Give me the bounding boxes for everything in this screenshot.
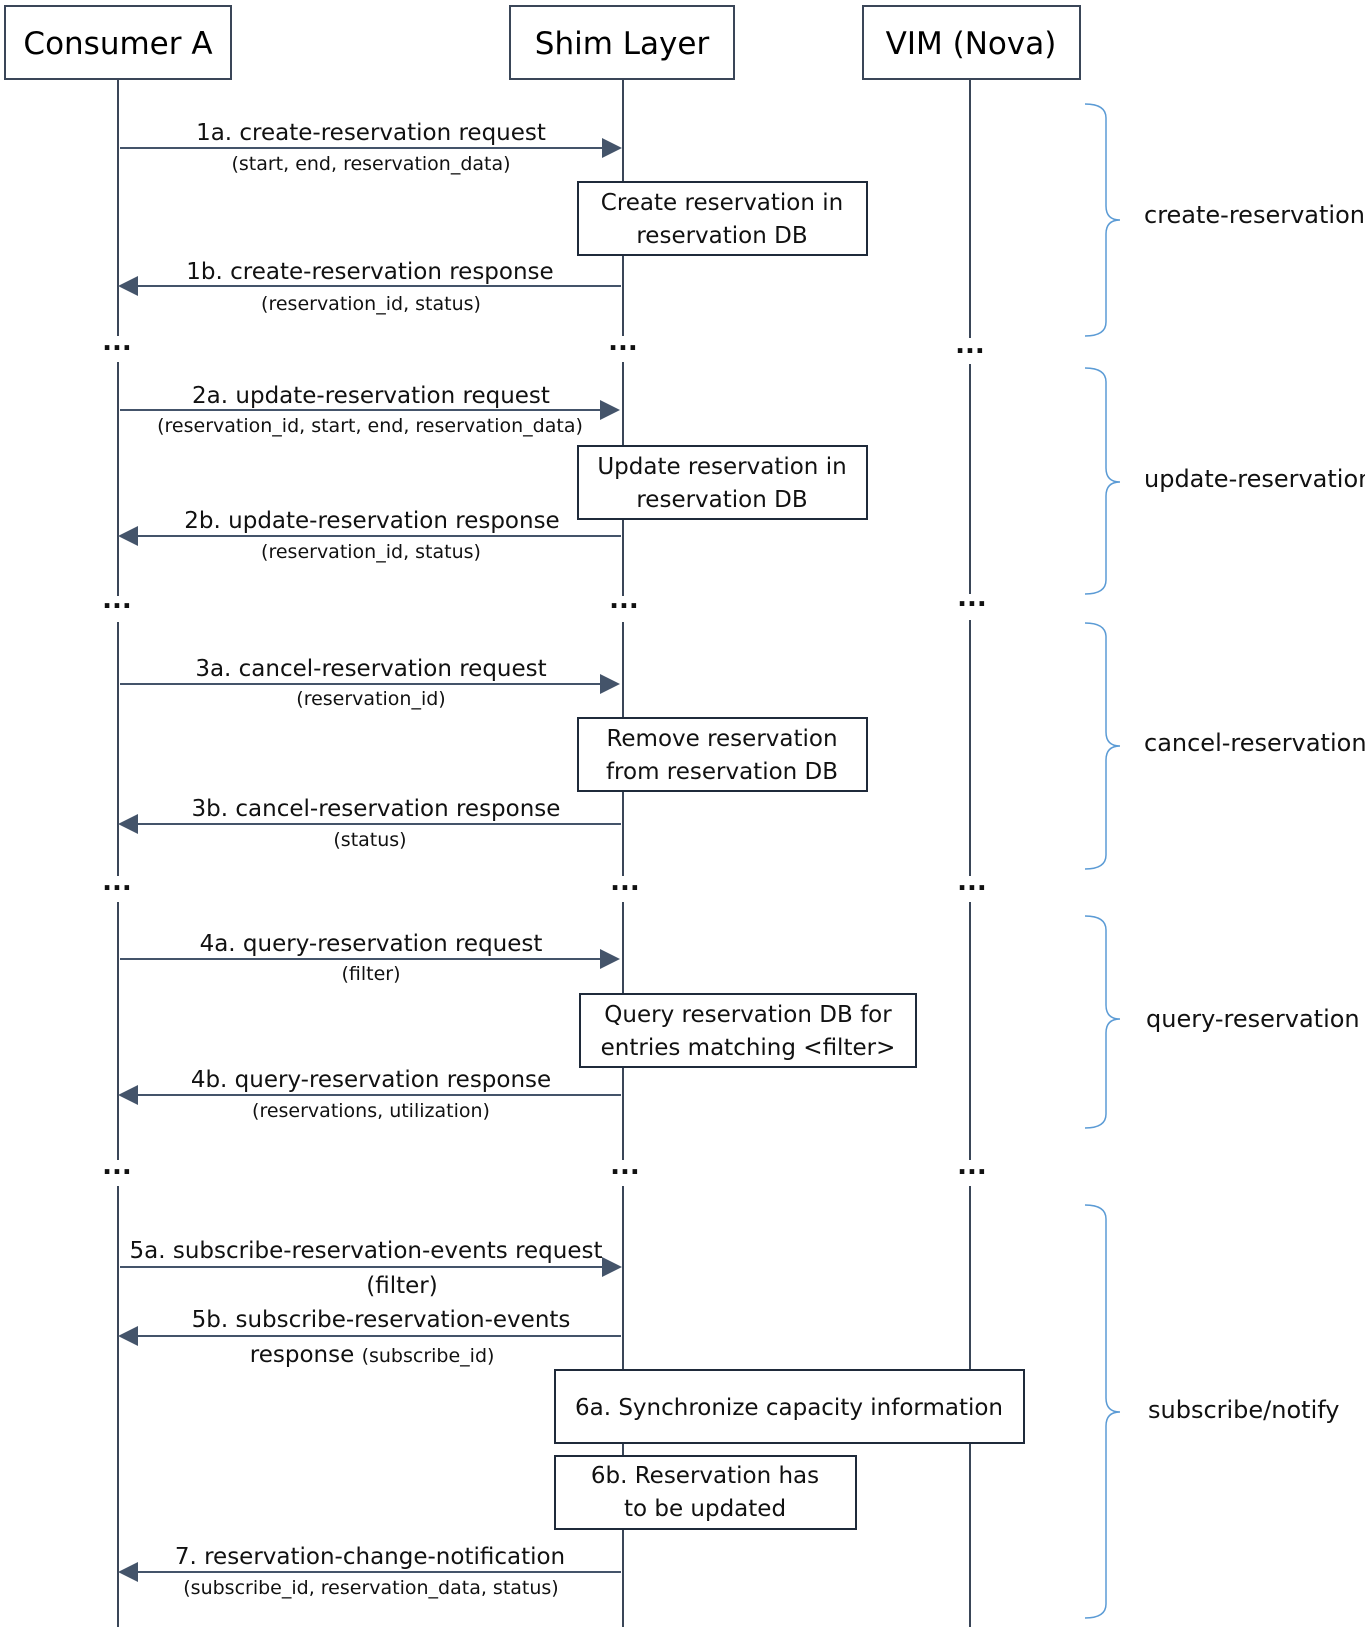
message-3a: 3a. cancel-reservation request (reservat… — [120, 656, 620, 710]
actor-label: VIM (Nova) — [886, 26, 1057, 62]
ellipsis-group: ... ... ... ... ... ... ... ... ... ... … — [102, 327, 987, 1181]
box-line: reservation DB — [636, 223, 807, 249]
box-line: Query reservation DB for — [604, 1002, 892, 1028]
box-line: Remove reservation — [606, 726, 837, 752]
message-params: (subscribe_id) — [362, 1345, 495, 1367]
process-box-reservation-update: 6b. Reservation has to be updated — [554, 1455, 857, 1530]
message-1b: 1b. create-reservation response (reserva… — [118, 259, 621, 315]
message-label: 4b. query-reservation response — [191, 1067, 551, 1093]
box-line: Update reservation in — [597, 454, 846, 480]
phase-label: subscribe/notify — [1148, 1396, 1339, 1424]
process-box-remove: Remove reservation from reservation DB — [577, 717, 868, 792]
ellipsis: ... — [957, 867, 987, 897]
box-line: 6b. Reservation has — [591, 1463, 819, 1489]
box-line: Create reservation in — [601, 190, 843, 216]
message-params: (status) — [333, 829, 406, 851]
message-params: (reservation_id, start, end, reservation… — [157, 415, 583, 437]
box-line: reservation DB — [636, 487, 807, 513]
message-label: 3b. cancel-reservation response — [192, 796, 561, 822]
lifeline-gaps — [100, 336, 992, 1186]
message-7: 7. reservation-change-notification (subs… — [118, 1544, 621, 1599]
message-label: 3a. cancel-reservation request — [195, 656, 546, 682]
process-box-synchronize: 6a. Synchronize capacity information — [554, 1369, 1025, 1444]
messages: 1a. create-reservation request (start, e… — [118, 120, 622, 1599]
phase-label: cancel-reservation — [1144, 729, 1365, 757]
brace-subscribe — [1084, 1204, 1121, 1619]
actor-consumer: Consumer A — [4, 5, 232, 80]
box-line: entries matching <filter> — [601, 1035, 896, 1061]
brace-cancel — [1084, 622, 1121, 870]
message-params: (reservation_id, status) — [261, 293, 481, 315]
ellipsis: ... — [608, 327, 638, 357]
message-5b: 5b. subscribe-reservation-events respons… — [118, 1307, 621, 1368]
ellipsis: ... — [610, 1151, 640, 1181]
ellipsis: ... — [102, 1151, 132, 1181]
message-params: (reservation_id, status) — [261, 541, 481, 563]
ellipsis: ... — [102, 867, 132, 897]
message-label: 1a. create-reservation request — [196, 120, 546, 146]
message-label-continued: response — [250, 1342, 354, 1368]
actor-label: Consumer A — [23, 26, 212, 62]
message-label: 5b. subscribe-reservation-events — [192, 1307, 571, 1333]
message-params: (reservations, utilization) — [252, 1100, 490, 1122]
message-label: 7. reservation-change-notification — [175, 1544, 565, 1570]
message-2b: 2b. update-reservation response (reserva… — [118, 508, 621, 563]
process-box-update: Update reservation in reservation DB — [577, 445, 868, 520]
message-2a: 2a. update-reservation request (reservat… — [120, 383, 620, 437]
brace-query — [1084, 915, 1121, 1129]
phase-label: update-reservation — [1144, 465, 1365, 493]
message-params: (reservation_id) — [296, 688, 445, 710]
ellipsis: ... — [610, 867, 640, 897]
actor-vim: VIM (Nova) — [862, 5, 1081, 80]
actor-label: Shim Layer — [535, 26, 710, 62]
phase-label: create-reservation — [1144, 201, 1365, 229]
box-line: from reservation DB — [606, 759, 838, 785]
ellipsis: ... — [102, 585, 132, 615]
process-box-query: Query reservation DB for entries matchin… — [579, 993, 917, 1068]
ellipsis: ... — [955, 330, 985, 360]
actor-shim: Shim Layer — [509, 5, 735, 80]
brace-create — [1084, 103, 1121, 337]
process-box-create: Create reservation in reservation DB — [577, 181, 868, 256]
message-label: 2a. update-reservation request — [192, 383, 550, 409]
ellipsis: ... — [957, 1151, 987, 1181]
message-params: (subscribe_id, reservation_data, status) — [183, 1577, 558, 1599]
message-label: 4a. query-reservation request — [200, 931, 543, 957]
message-label: 2b. update-reservation response — [184, 508, 559, 534]
brace-update — [1084, 367, 1121, 595]
message-label: 1b. create-reservation response — [186, 259, 553, 285]
phase-braces — [1084, 103, 1121, 1619]
ellipsis: ... — [957, 583, 987, 613]
process-boxes: Create reservation in reservation DB Upd… — [554, 181, 1025, 1530]
message-label: 5a. subscribe-reservation-events request — [129, 1238, 602, 1264]
message-4a: 4a. query-reservation request (filter) — [120, 931, 620, 985]
message-params: (filter) — [341, 963, 400, 985]
message-3b: 3b. cancel-reservation response (status) — [118, 796, 621, 851]
message-params: (start, end, reservation_data) — [231, 153, 510, 175]
message-params: (filter) — [366, 1273, 437, 1299]
message-4b: 4b. query-reservation response (reservat… — [118, 1067, 621, 1122]
message-1a: 1a. create-reservation request (start, e… — [120, 120, 622, 175]
phase-label: query-reservation — [1146, 1005, 1360, 1033]
box-line: to be updated — [624, 1496, 786, 1522]
ellipsis: ... — [609, 585, 639, 615]
message-5a: 5a. subscribe-reservation-events request… — [120, 1238, 622, 1299]
actors: Consumer A Shim Layer VIM (Nova) — [4, 5, 1081, 80]
ellipsis: ... — [102, 327, 132, 357]
phase-labels: create-reservation update-reservation ca… — [1144, 201, 1365, 1424]
box-line: 6a. Synchronize capacity information — [575, 1395, 1003, 1421]
